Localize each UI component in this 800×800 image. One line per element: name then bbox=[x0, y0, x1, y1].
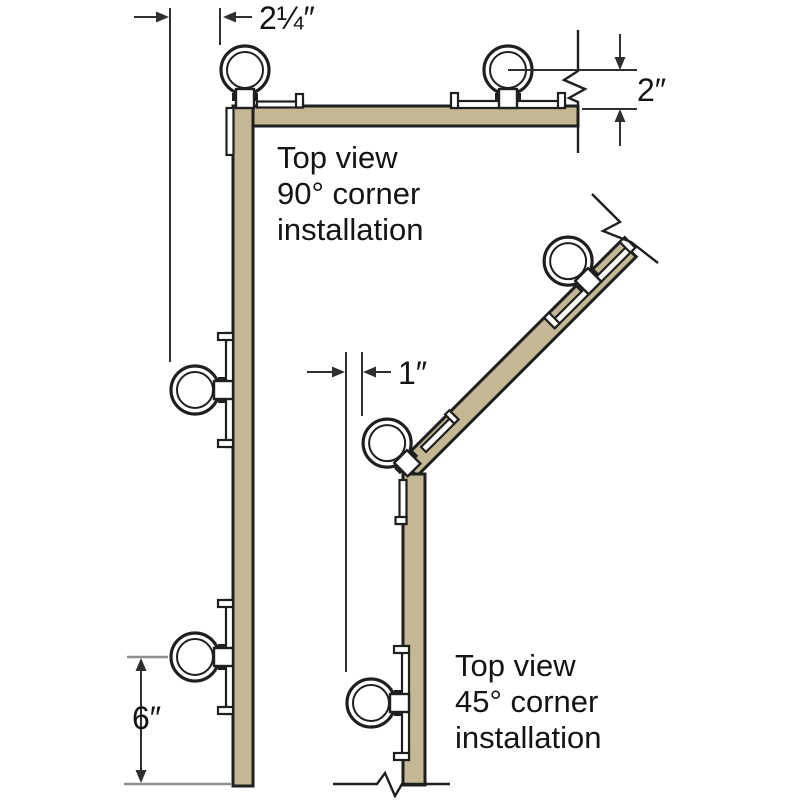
arrowhead-down-icon bbox=[135, 770, 147, 783]
corner-clip-45 bbox=[351, 407, 461, 526]
caption-line: installation bbox=[277, 212, 423, 247]
arrowhead-down-icon bbox=[614, 57, 626, 70]
dimension-clip-spacing: 6″ bbox=[124, 655, 232, 786]
break-line-bottom bbox=[333, 770, 450, 799]
caption-line: Top view bbox=[455, 648, 576, 683]
corner-clip-45-flange-angled-wrap bbox=[419, 408, 461, 454]
corner-clip-90 bbox=[219, 44, 305, 157]
dimension-clip-height: 2″ bbox=[508, 34, 666, 146]
panel-vertical-90 bbox=[231, 104, 255, 788]
caption-line: installation bbox=[455, 720, 601, 755]
assembly-45-degree bbox=[333, 193, 659, 799]
corner-clip-flange-down bbox=[225, 106, 235, 157]
dimension-label: 2¼″ bbox=[259, 0, 315, 36]
corner-clip-flange-tab bbox=[294, 92, 305, 109]
ring-clip-side-upper bbox=[171, 333, 233, 447]
corner-clip-ring bbox=[219, 44, 271, 110]
ring-clip-side-45 bbox=[347, 646, 409, 760]
arrowhead-left-icon bbox=[223, 11, 236, 23]
corner-clip-45-flange-tab bbox=[443, 408, 461, 426]
dimension-label: 1″ bbox=[398, 355, 427, 391]
arrowhead-right-icon bbox=[156, 11, 169, 23]
break-line-angled bbox=[591, 193, 659, 264]
dimension-corner-offset-45: 1″ bbox=[307, 352, 427, 672]
dimension-label: 2″ bbox=[637, 72, 666, 108]
arrowhead-left-icon bbox=[363, 366, 376, 378]
ring-clip-top-90 bbox=[451, 46, 565, 108]
caption-line: 90° corner bbox=[277, 176, 420, 211]
break-line-horizontal-panel bbox=[561, 30, 588, 153]
dimension-label: 6″ bbox=[132, 700, 161, 736]
arrowhead-up-icon bbox=[135, 658, 147, 671]
caption-line: 45° corner bbox=[455, 684, 598, 719]
arrowhead-up-icon bbox=[614, 109, 626, 122]
caption-line: Top view bbox=[277, 140, 398, 175]
caption-90-degree: Top view 90° corner installation bbox=[277, 140, 423, 247]
arrowhead-right-icon bbox=[332, 366, 345, 378]
caption-45-degree: Top view 45° corner installation bbox=[455, 648, 601, 755]
corner-clip-45-flange-foot bbox=[394, 515, 408, 526]
dimension-corner-offset-90: 2¼″ bbox=[134, 0, 315, 362]
ring-clip-side-lower bbox=[171, 600, 233, 714]
